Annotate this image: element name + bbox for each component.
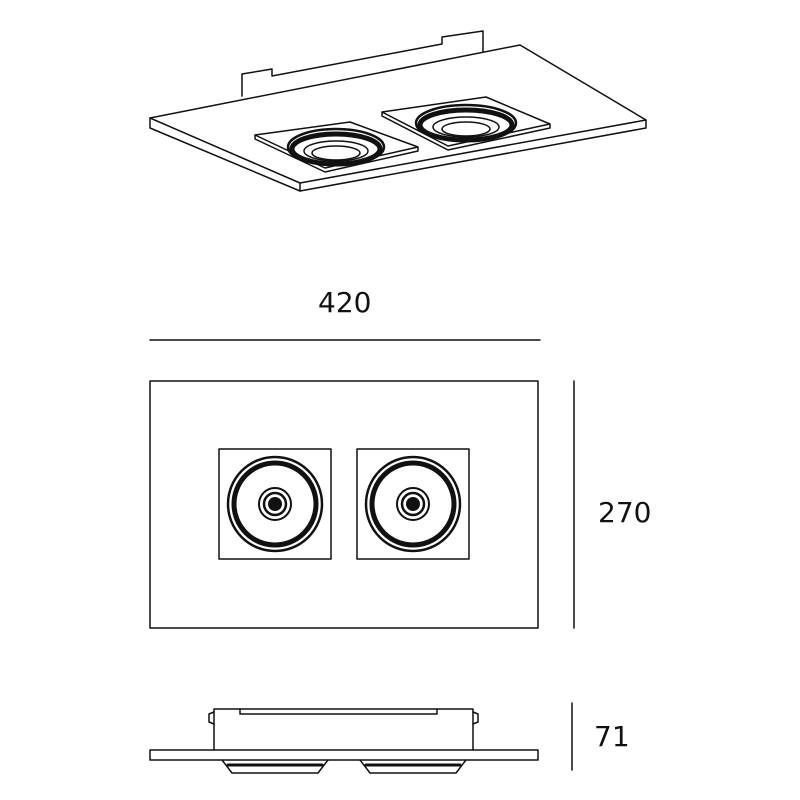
perspective-plate-top bbox=[149, 44, 647, 184]
side-mounting-box bbox=[213, 708, 474, 751]
front-right-spot bbox=[364, 455, 462, 553]
height-dimension-label: 270 bbox=[598, 496, 652, 529]
perspective-plate-front-edge bbox=[149, 117, 647, 192]
perspective-right-spot bbox=[414, 103, 518, 143]
front-left-frame bbox=[218, 448, 332, 560]
front-plate-outline bbox=[149, 380, 539, 629]
front-left-spot bbox=[226, 455, 324, 553]
side-right-spot bbox=[359, 759, 467, 774]
side-left-spot bbox=[221, 759, 329, 774]
front-right-frame bbox=[356, 448, 470, 560]
width-dimension-label: 420 bbox=[318, 286, 372, 319]
depth-dimension-label: 71 bbox=[594, 720, 630, 753]
perspective-mounting-box bbox=[241, 30, 484, 97]
perspective-view bbox=[149, 30, 647, 192]
side-view bbox=[149, 708, 539, 774]
perspective-left-spot bbox=[286, 127, 386, 167]
front-view bbox=[149, 380, 539, 629]
side-plate bbox=[149, 749, 539, 761]
